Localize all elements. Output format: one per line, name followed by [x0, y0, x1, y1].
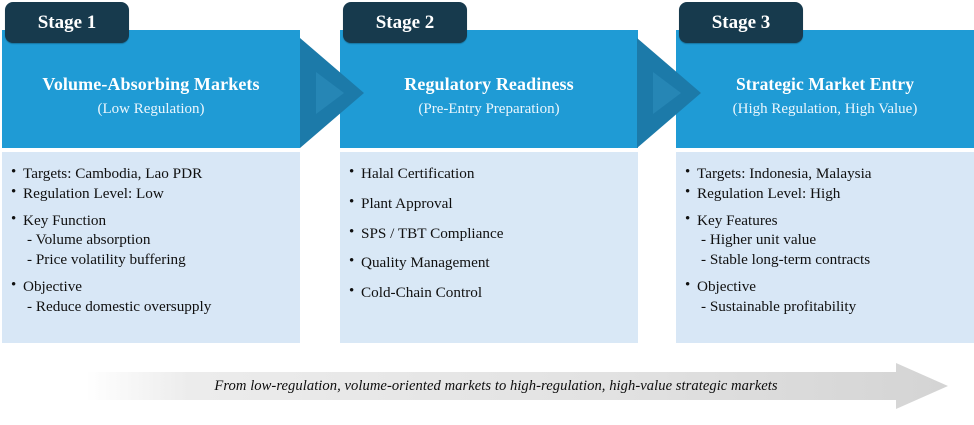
progression-caption: From low-regulation, volume-oriented mar… [214, 377, 778, 394]
stage-2-tag: Stage 2 [343, 2, 467, 43]
list-item: Objective [11, 277, 290, 296]
list-item: Cold-Chain Control [349, 283, 628, 302]
stage-2-subtitle: (Pre-Entry Preparation) [418, 101, 560, 118]
stage-3-subtitle: (High Regulation, High Value) [732, 101, 918, 118]
list-item: Targets: Indonesia, Malaysia [685, 164, 964, 183]
stage-card-2: Regulatory Readiness (Pre-Entry Preparat… [340, 0, 638, 347]
list-item: Key Function [11, 211, 290, 230]
list-subitem: - Reduce domestic oversupply [27, 297, 212, 315]
list-item: Quality Management [349, 253, 628, 272]
stage-3-tag: Stage 3 [679, 2, 803, 43]
stage-2-body: Halal Certification Plant Approval SPS /… [340, 152, 638, 343]
stage-3-title: Strategic Market Entry [735, 73, 915, 94]
stage-card-3: Strategic Market Entry (High Regulation,… [676, 0, 974, 347]
stage-1-title: Volume-Absorbing Markets [42, 73, 260, 94]
stage-3-header: Strategic Market Entry (High Regulation,… [676, 30, 974, 148]
stage-1-body: Targets: Cambodia, Lao PDR Regulation Le… [2, 152, 300, 343]
connector-arrow-icon [637, 38, 701, 148]
list-subitem: - Stable long-term contracts [701, 250, 871, 268]
stage-card-1: Volume-Absorbing Markets (Low Regulation… [2, 0, 300, 347]
list-subitem: - Sustainable profitability [701, 297, 857, 315]
list-subitem: - Price volatility buffering [27, 250, 186, 268]
list-item: SPS / TBT Compliance [349, 224, 628, 243]
list-item: Regulation Level: Low [11, 184, 290, 203]
list-subitem: - Volume absorption [27, 231, 151, 249]
list-item: Targets: Cambodia, Lao PDR [11, 164, 290, 183]
list-item: Regulation Level: High [685, 184, 964, 203]
list-item: Halal Certification [349, 164, 628, 183]
stage-2-header: Regulatory Readiness (Pre-Entry Preparat… [340, 30, 638, 148]
stage-3-body: Targets: Indonesia, Malaysia Regulation … [676, 152, 974, 343]
stage-1-header: Volume-Absorbing Markets (Low Regulation… [2, 30, 300, 148]
list-item: Plant Approval [349, 194, 628, 213]
connector-arrow-icon [300, 38, 364, 148]
list-subitem: - Higher unit value [701, 231, 817, 249]
stage-2-title: Regulatory Readiness [404, 73, 574, 94]
progression-arrow-icon [86, 363, 948, 409]
list-item: Key Features [685, 211, 964, 230]
list-item: Objective [685, 277, 964, 296]
stage-1-subtitle: (Low Regulation) [97, 101, 205, 118]
stage-1-tag: Stage 1 [5, 2, 129, 43]
